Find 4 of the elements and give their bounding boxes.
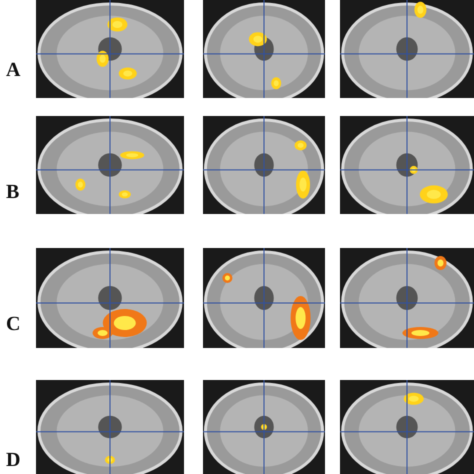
panel-letter: B: [6, 182, 20, 202]
panel-letter: C: [6, 314, 20, 334]
panel-letter: A: [6, 60, 20, 80]
panel-letter: D: [6, 450, 20, 470]
